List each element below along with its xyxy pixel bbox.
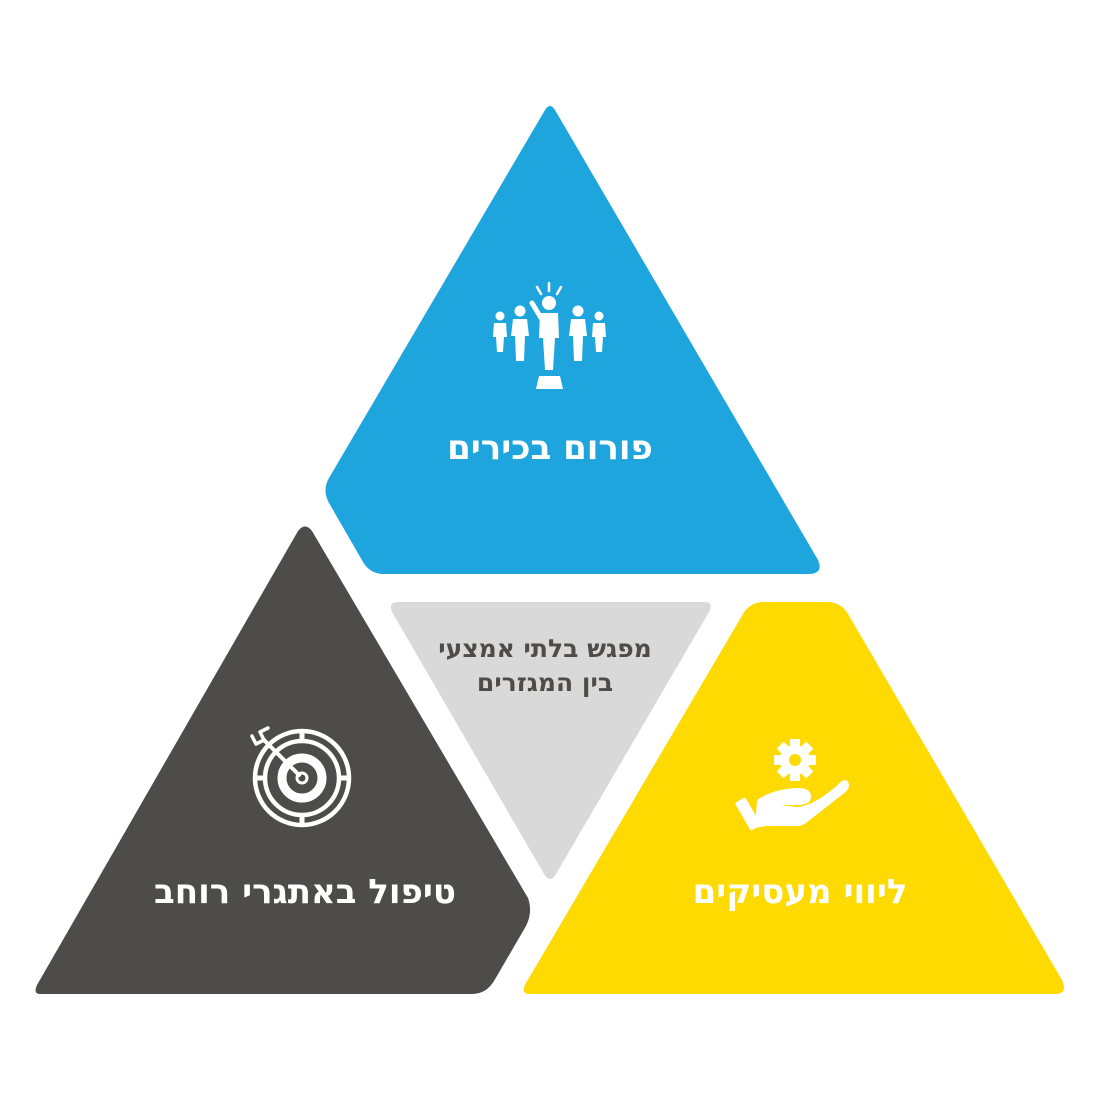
top-triangle (325, 106, 820, 574)
center-triangle-label: מפגש בלתי אמצעי בין המגזרים (438, 634, 652, 697)
top-triangle-label: פורום בכירים (447, 428, 653, 468)
leader-group-icon (493, 281, 606, 389)
target-arrow-icon (250, 726, 352, 828)
right-triangle-label: ליווי מעסיקים (692, 872, 908, 912)
hand-gear-icon (735, 739, 849, 831)
center-triangle (390, 602, 711, 879)
left-triangle-label: טיפול באתגרי רוחב (154, 872, 456, 912)
